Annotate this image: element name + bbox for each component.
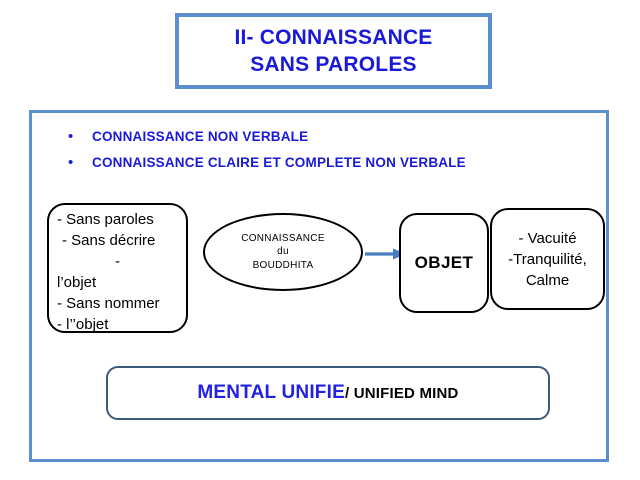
list-item: • CONNAISSANCE NON VERBALE — [68, 128, 598, 146]
mental-unifie-english-label: / UNIFIED MIND — [344, 384, 459, 402]
left-box-line-3: - — [115, 253, 120, 270]
mental-unifie-french-label: MENTAL UNIFIE — [197, 382, 345, 403]
slide-content-frame: • CONNAISSANCE NON VERBALE • CONNAISSANC… — [29, 110, 609, 462]
bullet-list: • CONNAISSANCE NON VERBALE • CONNAISSANC… — [68, 128, 598, 180]
bullet-label: CONNAISSANCE NON VERBALE — [92, 129, 309, 144]
oval-line-1: CONNAISSANCE — [241, 232, 325, 244]
bullet-dot-icon: • — [68, 128, 74, 145]
objet-label: OBJET — [414, 253, 474, 272]
left-box-line-5: - Sans nommer — [57, 295, 160, 312]
left-box-line-1: - Sans paroles — [57, 211, 154, 228]
objet-box: OBJET — [399, 213, 489, 313]
list-item: • CONNAISSANCE CLAIRE ET COMPLETE NON VE… — [68, 154, 598, 172]
bullet-dot-icon: • — [68, 154, 74, 171]
slide-title-line-2: SANS PAROLES — [250, 53, 417, 76]
oval-line-2: du — [277, 246, 289, 258]
right-box-line-1: - Vacuité — [518, 229, 577, 247]
connaissance-bouddhita-oval: CONNAISSANCE du BOUDDHITA — [203, 213, 363, 291]
left-conditions-box: - Sans paroles - Sans décrire - l’objet … — [47, 203, 188, 333]
slide-title-box: II- CONNAISSANCE SANS PAROLES — [175, 13, 492, 89]
mental-unifie-box: MENTAL UNIFIE/ UNIFIED MIND — [106, 366, 550, 420]
oval-line-3: BOUDDHITA — [252, 259, 314, 271]
left-box-line-2: - Sans décrire — [62, 232, 156, 249]
right-box-line-2: -Tranquilité, — [508, 250, 587, 268]
qualities-box: - Vacuité -Tranquilité, Calme — [490, 208, 605, 310]
bullet-label: CONNAISSANCE CLAIRE ET COMPLETE NON VERB… — [92, 155, 466, 170]
right-box-line-3: Calme — [525, 271, 570, 289]
left-box-line-6: - l’’objet — [57, 316, 109, 333]
left-box-line-4: l’objet — [57, 274, 97, 291]
slide-title-line-1: II- CONNAISSANCE — [234, 26, 433, 49]
